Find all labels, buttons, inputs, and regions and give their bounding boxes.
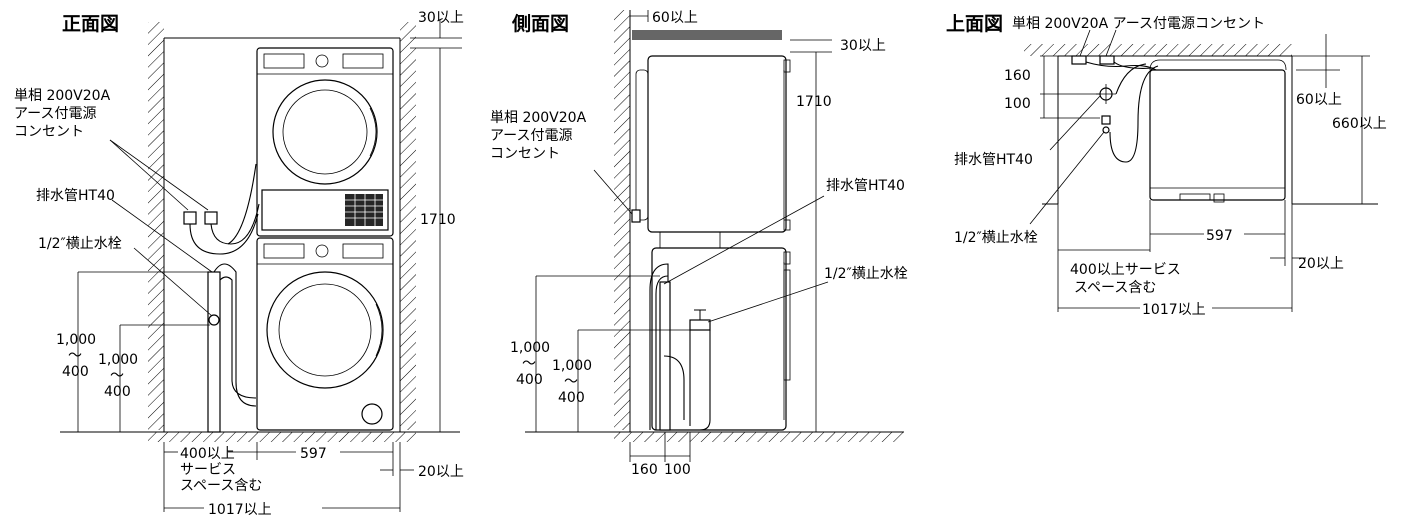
front-view: 正面図 <box>14 10 464 518</box>
front-view-title: 正面図 <box>62 13 119 35</box>
front-faucet <box>208 314 220 326</box>
top-back-wall <box>1024 44 1292 56</box>
side-faucet-label: 1/2″横止水栓 <box>824 266 908 282</box>
side-dryer <box>635 55 791 233</box>
side-view-title: 側面図 <box>511 13 569 35</box>
front-drain-height-3: 400 <box>62 364 89 380</box>
front-height-total: 1710 <box>420 212 456 228</box>
side-faucet-offset: 100 <box>664 462 691 478</box>
top-faucet-symbol <box>1101 115 1111 134</box>
front-width-machine: 597 <box>300 446 327 462</box>
front-drain-pipe <box>207 271 221 433</box>
front-faucet-height-1: 1,000 <box>98 352 138 368</box>
front-left-wall <box>148 22 164 430</box>
side-outlet-label-1: 単相 200V20A <box>490 110 587 126</box>
top-outlet-2 <box>1099 55 1115 65</box>
side-back-wall <box>614 10 630 430</box>
side-faucet-height-3: 400 <box>558 390 585 406</box>
side-floor <box>614 432 904 442</box>
side-top-clearance: 30以上 <box>840 38 886 54</box>
side-duct <box>659 231 721 249</box>
top-machine <box>1149 59 1287 203</box>
side-ceiling <box>632 30 782 40</box>
side-drain-label: 排水管HT40 <box>826 178 905 194</box>
front-left-space-2: サービス <box>180 462 236 478</box>
side-faucet-height-1: 1,000 <box>552 358 592 374</box>
side-washer <box>651 247 791 431</box>
washer-unit <box>256 237 394 431</box>
top-outlet-label: 単相 200V20A アース付電源コンセント <box>1012 16 1265 32</box>
front-drain-label: 排水管HT40 <box>36 188 115 204</box>
side-drain-height-2: 〜 <box>522 356 536 372</box>
front-outlet-1 <box>183 211 197 225</box>
top-drain-symbol <box>1096 84 1116 104</box>
top-drain-label: 排水管HT40 <box>954 152 1033 168</box>
top-left-space-2: スペース含む <box>1074 280 1156 296</box>
top-faucet-label: 1/2″横止水栓 <box>954 230 1038 246</box>
top-left-space-1: 400以上サービス <box>1070 262 1181 278</box>
front-top-clearance: 30以上 <box>418 10 464 26</box>
front-outlet-label-3: コンセント <box>14 124 84 140</box>
dryer-unit <box>256 47 394 237</box>
side-outlet-label-2: アース付電源 <box>490 128 572 144</box>
side-view: 側面図 <box>490 10 908 478</box>
top-back-clearance: 60以上 <box>1296 92 1342 108</box>
front-right-clearance: 20以上 <box>418 464 464 480</box>
front-width-total: 1017以上 <box>208 502 272 518</box>
top-faucet-offset: 100 <box>1004 96 1031 112</box>
side-outlet-label-3: コンセント <box>490 146 560 162</box>
front-outlet-label-2: アース付電源 <box>14 106 96 122</box>
front-outlet-2 <box>204 211 218 225</box>
side-outlet <box>631 209 641 223</box>
front-faucet-label: 1/2″横止水栓 <box>38 236 122 252</box>
top-width-total: 1017以上 <box>1142 302 1206 318</box>
top-right-clearance: 20以上 <box>1298 256 1344 272</box>
front-faucet-height-2: 〜 <box>110 368 124 384</box>
side-drain-height-1: 1,000 <box>510 340 550 356</box>
top-depth-total: 660以上 <box>1332 116 1387 132</box>
front-drain-height-1: 1,000 <box>56 332 96 348</box>
side-drain-height-3: 400 <box>516 372 543 388</box>
top-width-machine: 597 <box>1206 228 1233 244</box>
top-view-title: 上面図 <box>946 13 1003 35</box>
front-left-space-1: 400以上 <box>180 446 235 462</box>
top-outlet-1 <box>1071 55 1087 65</box>
front-left-space-3: スペース含む <box>180 478 262 494</box>
side-faucet-height-2: 〜 <box>564 374 578 390</box>
side-drain-offset: 160 <box>631 462 658 478</box>
front-faucet-height-3: 400 <box>104 384 131 400</box>
front-right-wall <box>400 22 416 430</box>
side-faucet <box>689 309 711 331</box>
side-height-total: 1710 <box>796 94 832 110</box>
front-drain-height-2: 〜 <box>68 348 82 364</box>
top-drain-offset: 160 <box>1004 68 1031 84</box>
front-floor <box>148 432 416 442</box>
front-outlet-label-1: 単相 200V20A <box>14 88 111 104</box>
side-back-clearance: 60以上 <box>652 10 698 26</box>
top-view: 上面図 単相 200V20A アース付電源コンセント <box>946 13 1387 318</box>
